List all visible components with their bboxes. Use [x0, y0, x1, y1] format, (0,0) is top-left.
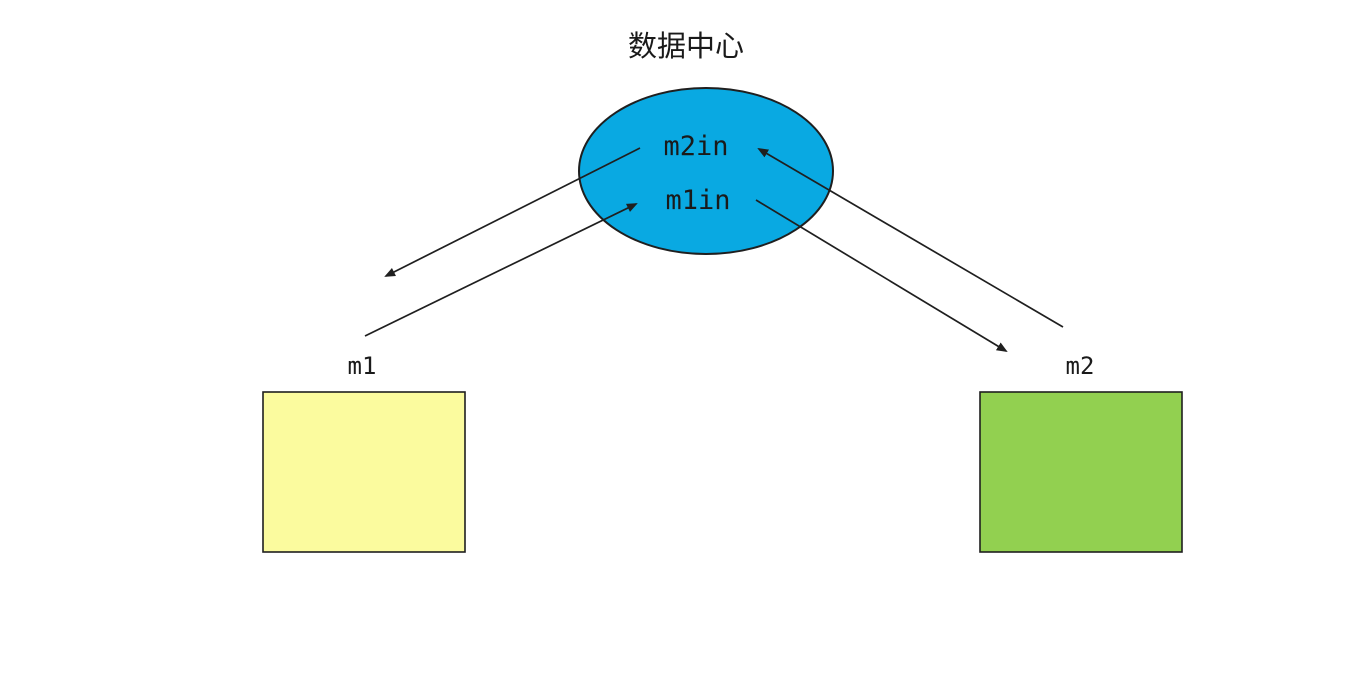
- diagram-title: 数据中心: [628, 29, 744, 63]
- hub-port-label-m2in: m2in: [663, 131, 728, 162]
- data-center-ellipse: [578, 87, 834, 255]
- node-rect-m1: [262, 391, 466, 553]
- hub-port-label-m1in: m1in: [665, 185, 730, 216]
- edge-hub-m1in-to-m2: [755, 199, 1008, 353]
- node-label-m1: m1: [348, 352, 377, 380]
- edge-m1-to-hub-m1in: [364, 203, 638, 337]
- edge-m2-to-hub-m2in: [757, 147, 1064, 328]
- edge-hub-m2in-to-m1: [384, 147, 641, 277]
- node-label-m2: m2: [1066, 352, 1095, 380]
- node-rect-m2: [979, 391, 1183, 553]
